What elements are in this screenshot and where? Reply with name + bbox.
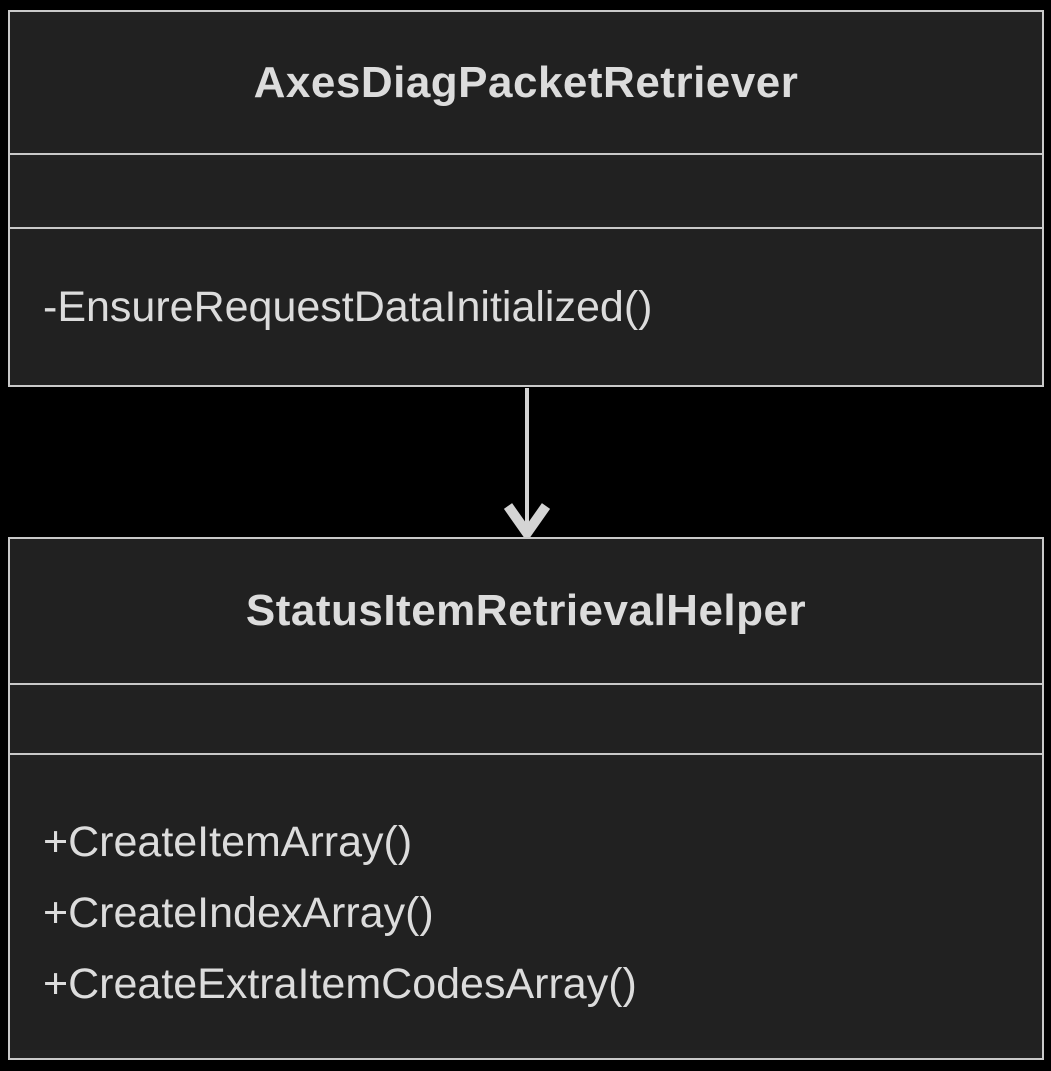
arrowhead-down-icon <box>503 503 551 542</box>
class-method: -EnsureRequestDataInitialized() <box>43 282 653 331</box>
class-title: AxesDiagPacketRetriever <box>10 12 1042 155</box>
class-method: +CreateIndexArray() <box>43 889 434 937</box>
class-node-axesdiagpacketretriever[interactable]: AxesDiagPacketRetriever -EnsureRequestDa… <box>8 10 1044 387</box>
class-method: +CreateItemArray() <box>43 818 413 866</box>
attributes-compartment <box>10 155 1042 229</box>
methods-compartment: +CreateItemArray() +CreateIndexArray() +… <box>10 755 1042 1058</box>
attributes-compartment <box>10 685 1042 755</box>
class-node-statusitemretrievalhelper[interactable]: StatusItemRetrievalHelper +CreateItemArr… <box>8 537 1044 1060</box>
methods-compartment: -EnsureRequestDataInitialized() <box>10 229 1042 385</box>
class-title: StatusItemRetrievalHelper <box>10 539 1042 685</box>
class-method: +CreateExtraItemCodesArray() <box>43 960 637 1008</box>
